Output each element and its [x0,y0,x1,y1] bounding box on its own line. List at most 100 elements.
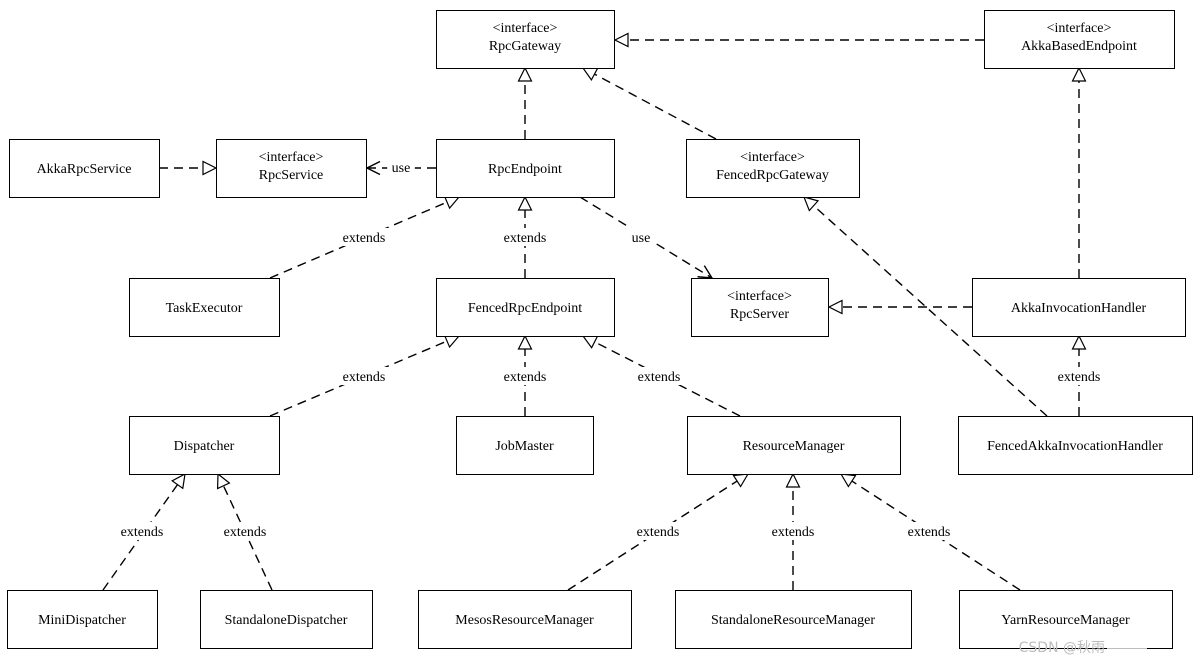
hollow-arrowhead [785,472,801,488]
hollow-arrowhead [202,160,218,176]
edge-mesos-resource-manager-to-resource-manager: extends [567,473,750,591]
class-stereotype: <interface> [259,150,324,165]
class-node-rpc-gateway: <interface> RpcGateway [436,10,615,69]
watermark-text: CSDN @秋雨 [1018,640,1105,656]
hollow-arrowhead [517,66,533,82]
edge-label-background [764,522,822,540]
class-stereotype: <interface> [493,21,558,36]
edge-label: extends [121,525,164,540]
class-node-task-executor: TaskExecutor [129,278,280,337]
class-node-job-master: JobMaster [456,416,594,475]
edge-label: use [392,161,411,176]
edge-akka-invocation-handler-to-akka-based-endpoint [1071,66,1087,278]
edge-label-background [496,367,554,385]
edge-dispatcher-to-fenced-rpc-endpoint: extends [269,334,461,417]
edge-label: extends [908,525,951,540]
edge-line [851,480,1021,591]
class-box [675,590,912,649]
edge-label-background [216,522,274,540]
class-stereotype: <interface> [727,289,792,304]
class-name: Dispatcher [174,439,235,454]
hollow-arrowhead [839,473,857,488]
class-node-rpc-service: <interface> RpcService [216,139,367,198]
class-name: RpcEndpoint [488,162,562,177]
class-node-dispatcher: Dispatcher [129,416,280,475]
class-box [436,10,615,69]
watermark: CSDN @秋雨 [1019,637,1147,657]
edge-line [813,205,1048,417]
class-box [959,590,1173,649]
edge-standalone-dispatcher-to-dispatcher: extends [216,472,274,591]
class-node-akka-based-endpoint: <interface>AkkaBasedEndpoint [984,10,1175,69]
edge-line [222,485,273,591]
edge-fenced-akka-invocation-handler-to-akka-invocation-handler: extends [1050,334,1108,416]
class-name: StandaloneResourceManager [711,613,875,628]
class-stereotype: <interface> [1047,21,1112,36]
edge-label: extends [772,525,815,540]
hollow-arrowhead [732,473,750,488]
watermark-line [1107,647,1147,649]
class-name: TaskExecutor [166,301,243,316]
class-name: JobMaster [495,439,554,454]
edge-label-background [335,228,393,246]
class-box [129,416,280,475]
class-stereotype: <interface> [740,150,805,165]
class-name: StandaloneDispatcher [225,613,348,628]
hollow-arrowhead [613,32,629,48]
edge-label-background [1050,367,1108,385]
edge-label-background [335,367,393,385]
hollow-arrowhead [581,335,599,349]
class-box [7,590,158,649]
class-node-fenced-rpc-endpoint: FencedRpcEndpoint [436,278,615,337]
class-box [972,278,1186,337]
class-box [456,416,594,475]
edge-mini-dispatcher-to-dispatcher: extends [102,472,186,591]
edge-label-background [113,522,171,540]
hollow-arrowhead [1071,66,1087,82]
edge-line [594,73,717,140]
edge-label-background [629,522,687,540]
class-name: YarnResourceManager [1001,613,1130,628]
edge-label-background [630,367,688,385]
hollow-arrowhead [171,472,186,490]
edge-akka-invocation-handler-to-rpc-server [827,299,972,315]
class-name: AkkaInvocationHandler [1011,301,1147,316]
class-node-akka-invocation-handler: AkkaInvocationHandler [972,278,1186,337]
edge-yarn-resource-manager-to-resource-manager: extends [839,473,1021,591]
edge-label-background [496,228,554,246]
edge-label: extends [343,231,386,246]
class-name: RpcService [259,168,324,183]
class-node-mini-dispatcher: MiniDispatcher [7,590,158,649]
class-name: RpcGateway [489,39,561,54]
edge-label: extends [1058,370,1101,385]
class-node-yarn-resource-manager: YarnResourceManager [959,590,1173,649]
edge-rpc-endpoint-to-rpc-server: use [579,196,714,279]
edge-resource-manager-to-fenced-rpc-endpoint: extends [581,335,741,417]
class-box [691,278,829,337]
edge-job-master-to-fenced-rpc-endpoint: extends [496,334,554,416]
class-name: ResourceManager [743,439,845,454]
class-name: FencedRpcGateway [716,168,829,183]
edge-label: extends [224,525,267,540]
hollow-arrowhead [517,195,533,211]
class-box [687,416,901,475]
edge-rpc-endpoint-to-rpc-service: use [365,158,436,176]
edge-label-background [900,522,958,540]
class-node-standalone-resource-manager: StandaloneResourceManager [675,590,912,649]
edge-task-executor-to-rpc-endpoint: extends [269,195,461,279]
class-node-fenced-rpc-gateway: <interface> FencedRpcGateway [686,139,860,198]
class-box [984,10,1175,69]
edge-label-background [627,228,655,246]
hollow-arrowhead [1071,334,1087,350]
edge-label-background [387,158,415,176]
class-name: RpcServer [730,307,789,322]
class-name: MesosResourceManager [455,613,594,628]
class-name: AkkaRpcService [37,162,132,177]
class-box [216,139,367,198]
edge-label: extends [504,231,547,246]
edge-label: extends [638,370,681,385]
class-box [418,590,632,649]
class-box [129,278,280,337]
nodes-layer: <interface> RpcGateway <interface>AkkaBase… [7,10,1193,649]
